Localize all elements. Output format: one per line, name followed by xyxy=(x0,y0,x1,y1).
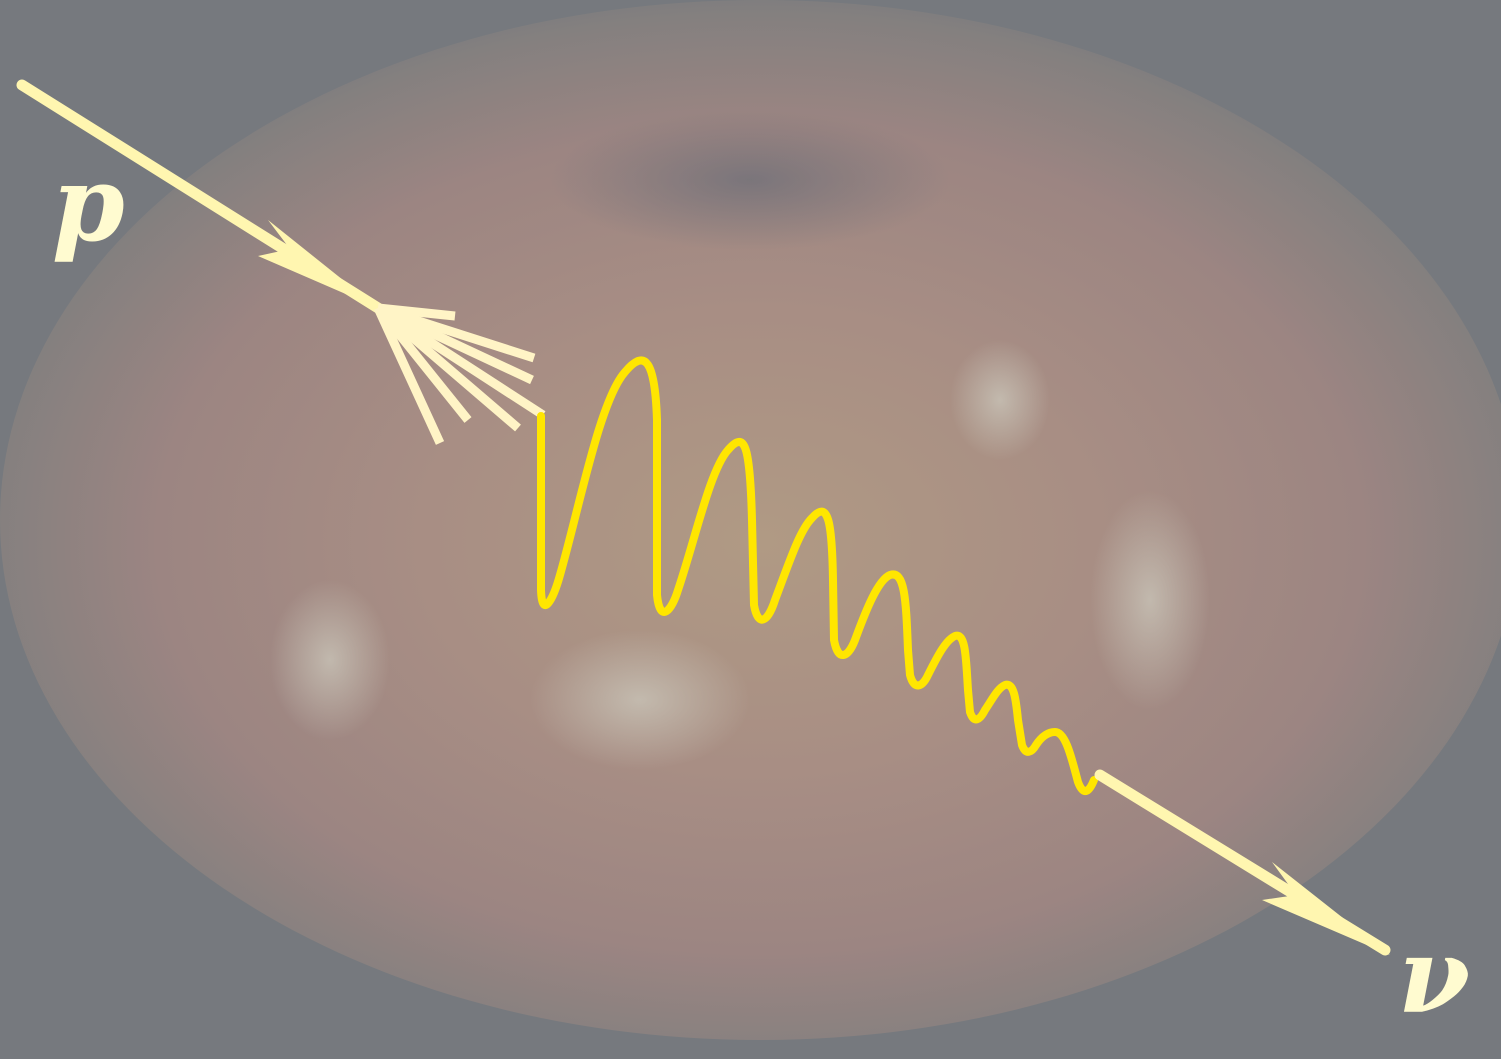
outgoing-arrowhead xyxy=(1262,862,1390,955)
bright-patch-left xyxy=(530,630,750,770)
outgoing-track xyxy=(1094,769,1391,956)
bright-patch-top xyxy=(950,340,1050,460)
dark-patch xyxy=(550,110,950,250)
incoming-particle-label: p xyxy=(52,142,125,265)
wavy-photon-line-icon xyxy=(537,356,1098,795)
particle-shower-icon xyxy=(373,303,546,445)
incoming-arrowhead xyxy=(258,220,378,308)
bright-patch-right xyxy=(1090,490,1210,710)
bright-patch-far-left xyxy=(270,580,390,740)
incoming-track xyxy=(16,79,384,314)
outgoing-particle-label: ν xyxy=(1398,914,1470,1037)
